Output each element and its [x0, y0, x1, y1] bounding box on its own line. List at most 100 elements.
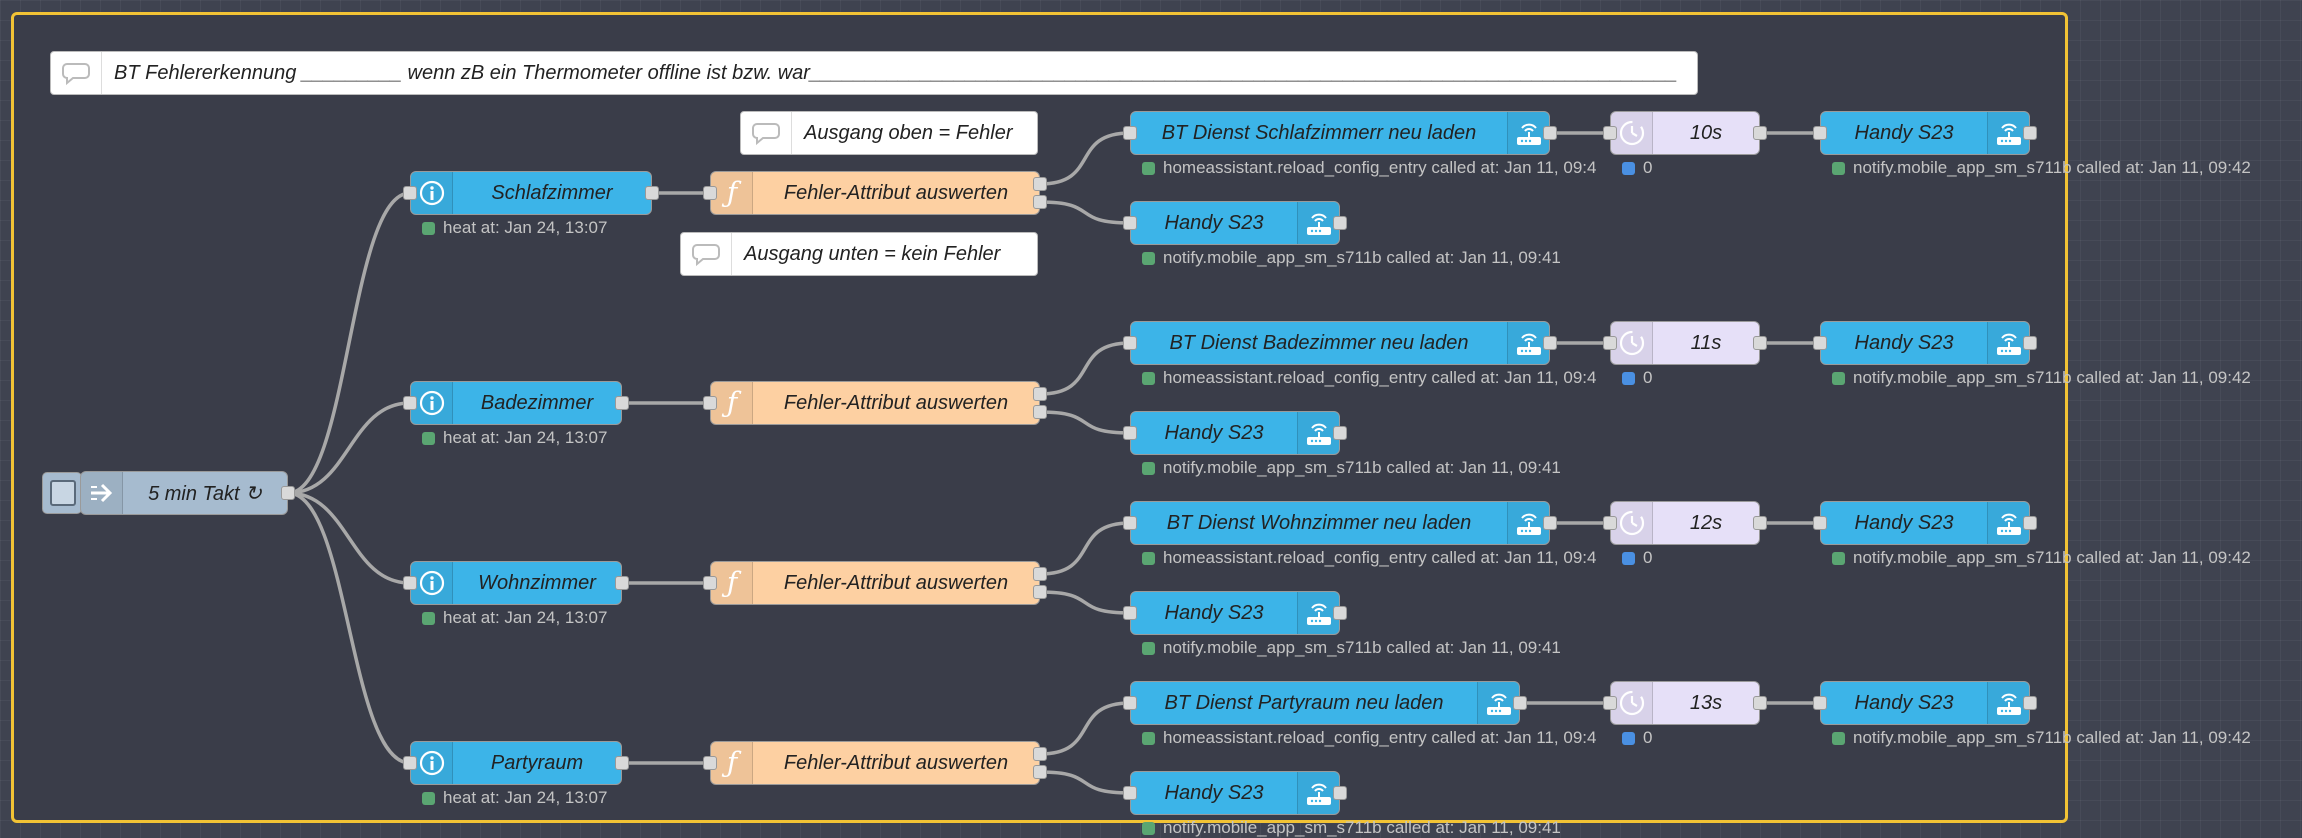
phone-bottom-node-0-input-port[interactable]: [1123, 216, 1137, 230]
wire[interactable]: [1039, 410, 1131, 435]
function-node-3-output-port-1[interactable]: [1033, 747, 1047, 761]
delay-node-2-input-port[interactable]: [1603, 516, 1617, 530]
phone-bottom-node-1-input-port[interactable]: [1123, 426, 1137, 440]
service-node-1-input-port[interactable]: [1123, 336, 1137, 350]
phone-right-node-3[interactable]: Handy S23: [1820, 681, 2030, 725]
phone-right-node-2[interactable]: Handy S23: [1820, 501, 2030, 545]
delay-node-3-output-port-1[interactable]: [1753, 696, 1767, 710]
function-node-2-output-port-1[interactable]: [1033, 567, 1047, 581]
delay-node-2-output-port-1[interactable]: [1753, 516, 1767, 530]
function-node-1-output-port-2[interactable]: [1033, 405, 1047, 419]
phone-right-node-1-input-port[interactable]: [1813, 336, 1827, 350]
arrow-right-icon: [81, 472, 123, 514]
service-node-3-input-port[interactable]: [1123, 696, 1137, 710]
phone-bottom-node-3-input-port[interactable]: [1123, 786, 1137, 800]
service-node-1-output-port-1[interactable]: [1543, 336, 1557, 350]
function-node-0-output-port-2[interactable]: [1033, 195, 1047, 209]
phone-right-node-2-output-port-1[interactable]: [2023, 516, 2037, 530]
room-node-0[interactable]: Schlafzimmer: [410, 171, 652, 215]
service-node-0-output-port-1[interactable]: [1543, 126, 1557, 140]
phone-right-node-0-input-port[interactable]: [1813, 126, 1827, 140]
service-node-2[interactable]: BT Dienst Wohnzimmer neu laden: [1130, 501, 1550, 545]
wire[interactable]: [1039, 200, 1131, 225]
wire[interactable]: [1039, 590, 1131, 615]
wire[interactable]: [1039, 131, 1131, 186]
function-icon: ƒ: [711, 742, 753, 784]
wire[interactable]: [287, 401, 411, 495]
wire[interactable]: [1039, 770, 1131, 795]
phone-right-node-3-output-port-1[interactable]: [2023, 696, 2037, 710]
service-node-1-label: BT Dienst Badezimmer neu laden: [1169, 331, 1469, 354]
comment-output-bottom[interactable]: Ausgang unten = kein Fehler: [680, 232, 1038, 276]
function-node-3-input-port[interactable]: [703, 756, 717, 770]
function-node-1-output-port-1[interactable]: [1033, 387, 1047, 401]
room-node-1[interactable]: Badezimmer: [410, 381, 622, 425]
phone-bottom-node-1-output-port-1[interactable]: [1333, 426, 1347, 440]
function-node-3-output-port-2[interactable]: [1033, 765, 1047, 779]
room-node-2-input-port[interactable]: [403, 576, 417, 590]
wire[interactable]: [1039, 521, 1131, 576]
room-node-2-output-port-1[interactable]: [615, 576, 629, 590]
service-node-0-input-port[interactable]: [1123, 126, 1137, 140]
phone-right-node-0-output-port-1[interactable]: [2023, 126, 2037, 140]
function-node-0-input-port[interactable]: [703, 186, 717, 200]
phone-right-node-1[interactable]: Handy S23: [1820, 321, 2030, 365]
delay-node-1[interactable]: 11s: [1610, 321, 1760, 365]
phone-bottom-node-3-output-port-1[interactable]: [1333, 786, 1347, 800]
wire[interactable]: [287, 491, 411, 585]
room-node-3[interactable]: Partyraum: [410, 741, 622, 785]
delay-node-0-output-port-1[interactable]: [1753, 126, 1767, 140]
phone-bottom-node-1[interactable]: Handy S23: [1130, 411, 1340, 455]
phone-bottom-node-2-output-port-1[interactable]: [1333, 606, 1347, 620]
inject-node-output-port-1[interactable]: [281, 486, 295, 500]
wire[interactable]: [287, 491, 411, 765]
service-node-2-input-port[interactable]: [1123, 516, 1137, 530]
phone-right-node-2-input-port[interactable]: [1813, 516, 1827, 530]
service-node-2-output-port-1[interactable]: [1543, 516, 1557, 530]
status-dot-icon: [1142, 161, 1155, 175]
function-node-0-output-port-1[interactable]: [1033, 177, 1047, 191]
phone-bottom-node-0[interactable]: Handy S23: [1130, 201, 1340, 245]
function-node-2-output-port-2[interactable]: [1033, 585, 1047, 599]
room-node-2[interactable]: Wohnzimmer: [410, 561, 622, 605]
phone-bottom-node-2-input-port[interactable]: [1123, 606, 1137, 620]
function-node-1-input-port[interactable]: [703, 396, 717, 410]
phone-bottom-node-3[interactable]: Handy S23: [1130, 771, 1340, 815]
room-node-1-output-port-1[interactable]: [615, 396, 629, 410]
phone-right-node-1-output-port-1[interactable]: [2023, 336, 2037, 350]
service-node-1[interactable]: BT Dienst Badezimmer neu laden: [1130, 321, 1550, 365]
phone-bottom-node-2[interactable]: Handy S23: [1130, 591, 1340, 635]
inject-node[interactable]: 5 min Takt ↻: [80, 471, 288, 515]
delay-node-1-output-port-1[interactable]: [1753, 336, 1767, 350]
phone-right-node-0[interactable]: Handy S23: [1820, 111, 2030, 155]
delay-node-0-input-port[interactable]: [1603, 126, 1617, 140]
delay-node-3[interactable]: 13s: [1610, 681, 1760, 725]
delay-node-0[interactable]: 10s: [1610, 111, 1760, 155]
comment-output-top[interactable]: Ausgang oben = Fehler: [740, 111, 1038, 155]
room-node-3-output-port-1[interactable]: [615, 756, 629, 770]
phone-bottom-node-0-output-port-1[interactable]: [1333, 216, 1347, 230]
service-node-0[interactable]: BT Dienst Schlafzimmerr neu laden: [1130, 111, 1550, 155]
comment-title[interactable]: BT Fehlererkennung _________ wenn zB ein…: [50, 51, 1698, 95]
wire[interactable]: [287, 191, 411, 495]
phone-right-node-3-input-port[interactable]: [1813, 696, 1827, 710]
router-icon: [1297, 592, 1339, 634]
function-node-2-input-port[interactable]: [703, 576, 717, 590]
delay-node-1-input-port[interactable]: [1603, 336, 1617, 350]
phone-right-node-0-label: Handy S23: [1854, 121, 1954, 144]
delay-node-2[interactable]: 12s: [1610, 501, 1760, 545]
service-node-3[interactable]: BT Dienst Partyraum neu laden: [1130, 681, 1520, 725]
room-node-3-input-port[interactable]: [403, 756, 417, 770]
room-node-0-output-port-1[interactable]: [645, 186, 659, 200]
room-node-0-input-port[interactable]: [403, 186, 417, 200]
delay-node-3-input-port[interactable]: [1603, 696, 1617, 710]
room-node-1-input-port[interactable]: [403, 396, 417, 410]
service-node-3-output-port-1[interactable]: [1513, 696, 1527, 710]
wire[interactable]: [1039, 701, 1131, 756]
inject-trigger-button[interactable]: [42, 472, 82, 514]
wire[interactable]: [1039, 341, 1131, 396]
